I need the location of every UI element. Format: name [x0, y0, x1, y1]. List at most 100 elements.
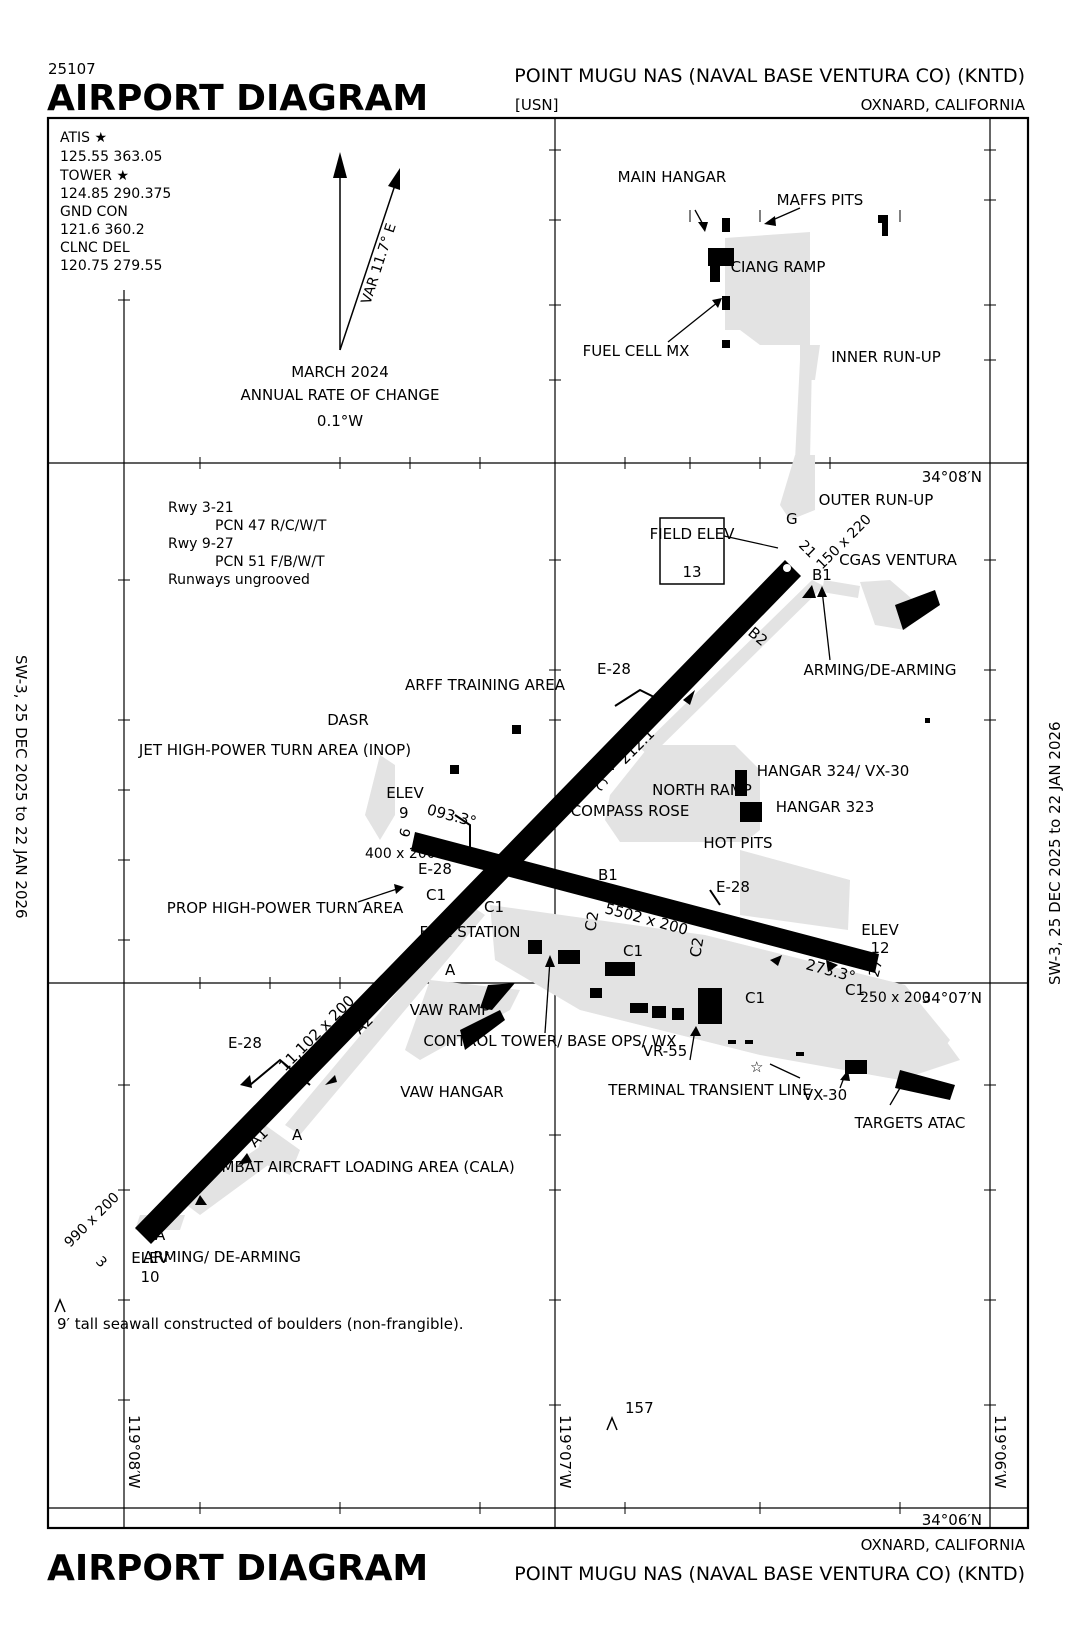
taxiway-c-s: C1	[623, 942, 643, 960]
atis-values: 125.55 363.05	[60, 149, 162, 165]
label-obstacle-157: 157	[625, 1399, 654, 1417]
label-jet-turn: JET HIGH-POWER TURN AREA (INOP)	[138, 741, 411, 759]
grid-ticks	[118, 149, 996, 1514]
label-cgas: CGAS VENTURA	[839, 551, 958, 569]
label-hangar-323: HANGAR 323	[776, 798, 874, 816]
taxiway-a-n: A	[445, 961, 456, 979]
misc-symbols: ☆	[54, 1058, 763, 1431]
elev-27-label: ELEV	[861, 921, 899, 939]
tower-values: 124.85 290.375	[60, 186, 171, 202]
lat-label-bottom: 34°06′N	[922, 1511, 982, 1529]
label-terminal: TERMINAL TRANSIENT LINE	[607, 1081, 812, 1099]
seawall-obstacle-icon	[54, 1298, 66, 1313]
rwy-21-end: 21	[795, 538, 819, 562]
label-north-ramp: NORTH RAMP	[652, 781, 752, 799]
leader-arrowheads	[394, 216, 850, 1081]
label-outer-runup: OUTER RUN-UP	[819, 491, 934, 509]
rate-label: ANNUAL RATE OF CHANGE	[241, 386, 440, 404]
elev-27-value: 12	[870, 939, 889, 957]
label-vaw-ramp: VAW RAMP	[410, 1001, 490, 1019]
chart-number: 25107	[48, 60, 96, 78]
label-maffs-pits: MAFFS PITS	[777, 191, 864, 209]
label-control-tower: CONTROL TOWER/ BASE OPS/ WX	[423, 1032, 676, 1050]
label-compass-rose: COMPASS ROSE	[571, 802, 690, 820]
cycle-left: SW-3, 25 DEC 2025 to 22 JAN 2026	[12, 655, 30, 919]
label-hot-pits: HOT PITS	[703, 834, 772, 852]
taxiway-c-mid: C1	[484, 898, 504, 916]
taxiway-c2: C2	[581, 910, 602, 933]
north-arrow-icon	[333, 152, 347, 350]
tower-label: TOWER ★	[59, 168, 129, 184]
elev-3-label: ELEV	[131, 1249, 169, 1267]
pcn-rwy1: Rwy 3-21	[168, 500, 234, 516]
taxiway-b-ne: B1	[812, 566, 832, 584]
e28-w: E-28	[418, 860, 452, 878]
pcn-notes: Rwy 3-21 PCN 47 R/C/W/T Rwy 9-27 PCN 51 …	[168, 500, 327, 588]
elev-9-label: ELEV	[386, 784, 424, 802]
label-inner-runup: INNER RUN-UP	[831, 348, 941, 366]
atis-label: ATIS ★	[60, 130, 107, 146]
taxiway-c1: C2	[686, 936, 707, 959]
rwy-3-end: 3	[92, 1254, 110, 1272]
label-arming-sw: ARMING/ DE-ARMING	[143, 1248, 301, 1266]
facility-labels: MAIN HANGAR MAFFS PITS CIANG RAMP FUEL C…	[57, 168, 965, 1417]
clnc-label: CLNC DEL	[60, 240, 130, 256]
label-vx30: VX-30	[803, 1086, 847, 1104]
taxiway-g: G	[786, 510, 798, 528]
lon-label-left: 119°08′W	[125, 1415, 143, 1489]
taxiway-a-s: A	[292, 1126, 303, 1144]
label-prop-turn: PROP HIGH-POWER TURN AREA	[167, 899, 404, 917]
obstacle-icon	[606, 1416, 618, 1431]
field-elev-value: 13	[682, 563, 701, 581]
label-arff: ARFF TRAINING AREA	[405, 676, 566, 694]
lat-label-mid: 34°07′N	[922, 989, 982, 1007]
label-vr55: VR-55	[643, 1042, 688, 1060]
pcn-note: Runways ungrooved	[168, 572, 310, 588]
magnetic-north-arrow-icon	[339, 168, 400, 351]
beacon-star-icon: ☆	[750, 1058, 763, 1076]
footer-location: OXNARD, CALIFORNIA	[861, 1536, 1026, 1554]
pcn-rwy2: Rwy 9-27	[168, 536, 234, 552]
lon-label-mid: 119°07′W	[556, 1415, 574, 1489]
clnc-values: 120.75 279.55	[60, 258, 162, 274]
label-fire-station: FIRE STATION	[420, 923, 521, 941]
location: OXNARD, CALIFORNIA	[861, 96, 1026, 114]
label-targets: TARGETS ATAC	[854, 1114, 966, 1132]
rwy-27-overrun: 250 x 200	[860, 990, 931, 1006]
label-ciang-ramp: CIANG RAMP	[731, 258, 826, 276]
e28-sw: E-28	[228, 1034, 262, 1052]
page-title: AIRPORT DIAGRAM	[47, 78, 428, 119]
pcn-value2: PCN 51 F/B/W/T	[215, 554, 325, 570]
ciang-ramp-area	[725, 232, 810, 345]
field-elev-box	[659, 517, 725, 585]
label-fuel-cell: FUEL CELL MX	[583, 342, 690, 360]
label-dasr: DASR	[327, 711, 369, 729]
e28-e: E-28	[716, 878, 750, 896]
gnd-label: GND CON	[60, 204, 128, 220]
rwy-9-overrun: 400 x 200	[365, 846, 436, 862]
pavement	[135, 232, 960, 1230]
arresting-gear-labels: E-28 E-28 E-28 E-28	[228, 660, 750, 1052]
taxiway-b: B1	[598, 866, 618, 884]
taxiway-c-far: C1	[845, 981, 865, 999]
label-seawall: 9′ tall seawall constructed of boulders …	[57, 1315, 464, 1333]
elev-3-value: 10	[140, 1268, 159, 1286]
label-cala: COMBAT AIRCRAFT LOADING AREA (CALA)	[199, 1158, 515, 1176]
arresting-gear-lines	[249, 688, 839, 1086]
label-main-hangar-1: MAIN HANGAR	[618, 168, 727, 186]
footer-airport-name: POINT MUGU NAS (NAVAL BASE VENTURA CO) (…	[514, 1563, 1025, 1585]
operator: [USN]	[515, 96, 558, 114]
variation-date: MARCH 2024	[291, 363, 389, 381]
direction-arrows	[195, 585, 838, 1205]
rwy-9-heading: 093.3°	[425, 800, 478, 830]
label-vaw-hangar: VAW HANGAR	[400, 1083, 503, 1101]
label-hangar-324: HANGAR 324/ VX-30	[757, 762, 910, 780]
gnd-values: 121.6 360.2	[60, 222, 145, 238]
cycle-right: SW-3, 25 DEC 2025 to 22 JAN 2026	[1046, 721, 1064, 985]
buildings	[450, 215, 955, 1100]
frame	[46, 116, 1030, 1530]
runway-9-27	[411, 832, 879, 973]
elev-9-value: 9	[399, 804, 409, 822]
field-elev-label: FIELD ELEV	[650, 525, 736, 543]
